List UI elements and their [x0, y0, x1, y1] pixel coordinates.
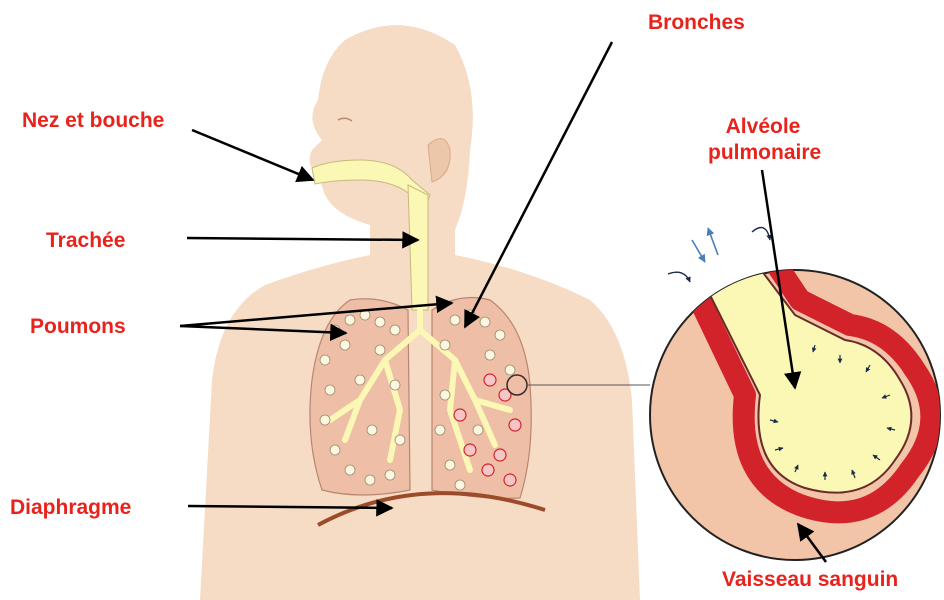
label-nez-et-bouche: Nez et bouche	[22, 108, 164, 134]
label-poumons: Poumons	[30, 314, 126, 340]
label-vaisseau-sanguin: Vaisseau sanguin	[722, 567, 898, 593]
label-bronches: Bronches	[648, 10, 745, 36]
label-alveole-line1: Alvéole	[708, 114, 818, 140]
label-alveole-pulmonaire: Alvéole pulmonaire	[708, 114, 818, 166]
alveolus-zoom	[650, 228, 940, 561]
label-trachee: Trachée	[46, 228, 125, 254]
label-diaphragme: Diaphragme	[10, 495, 131, 521]
label-alveole-line2: pulmonaire	[708, 140, 818, 166]
